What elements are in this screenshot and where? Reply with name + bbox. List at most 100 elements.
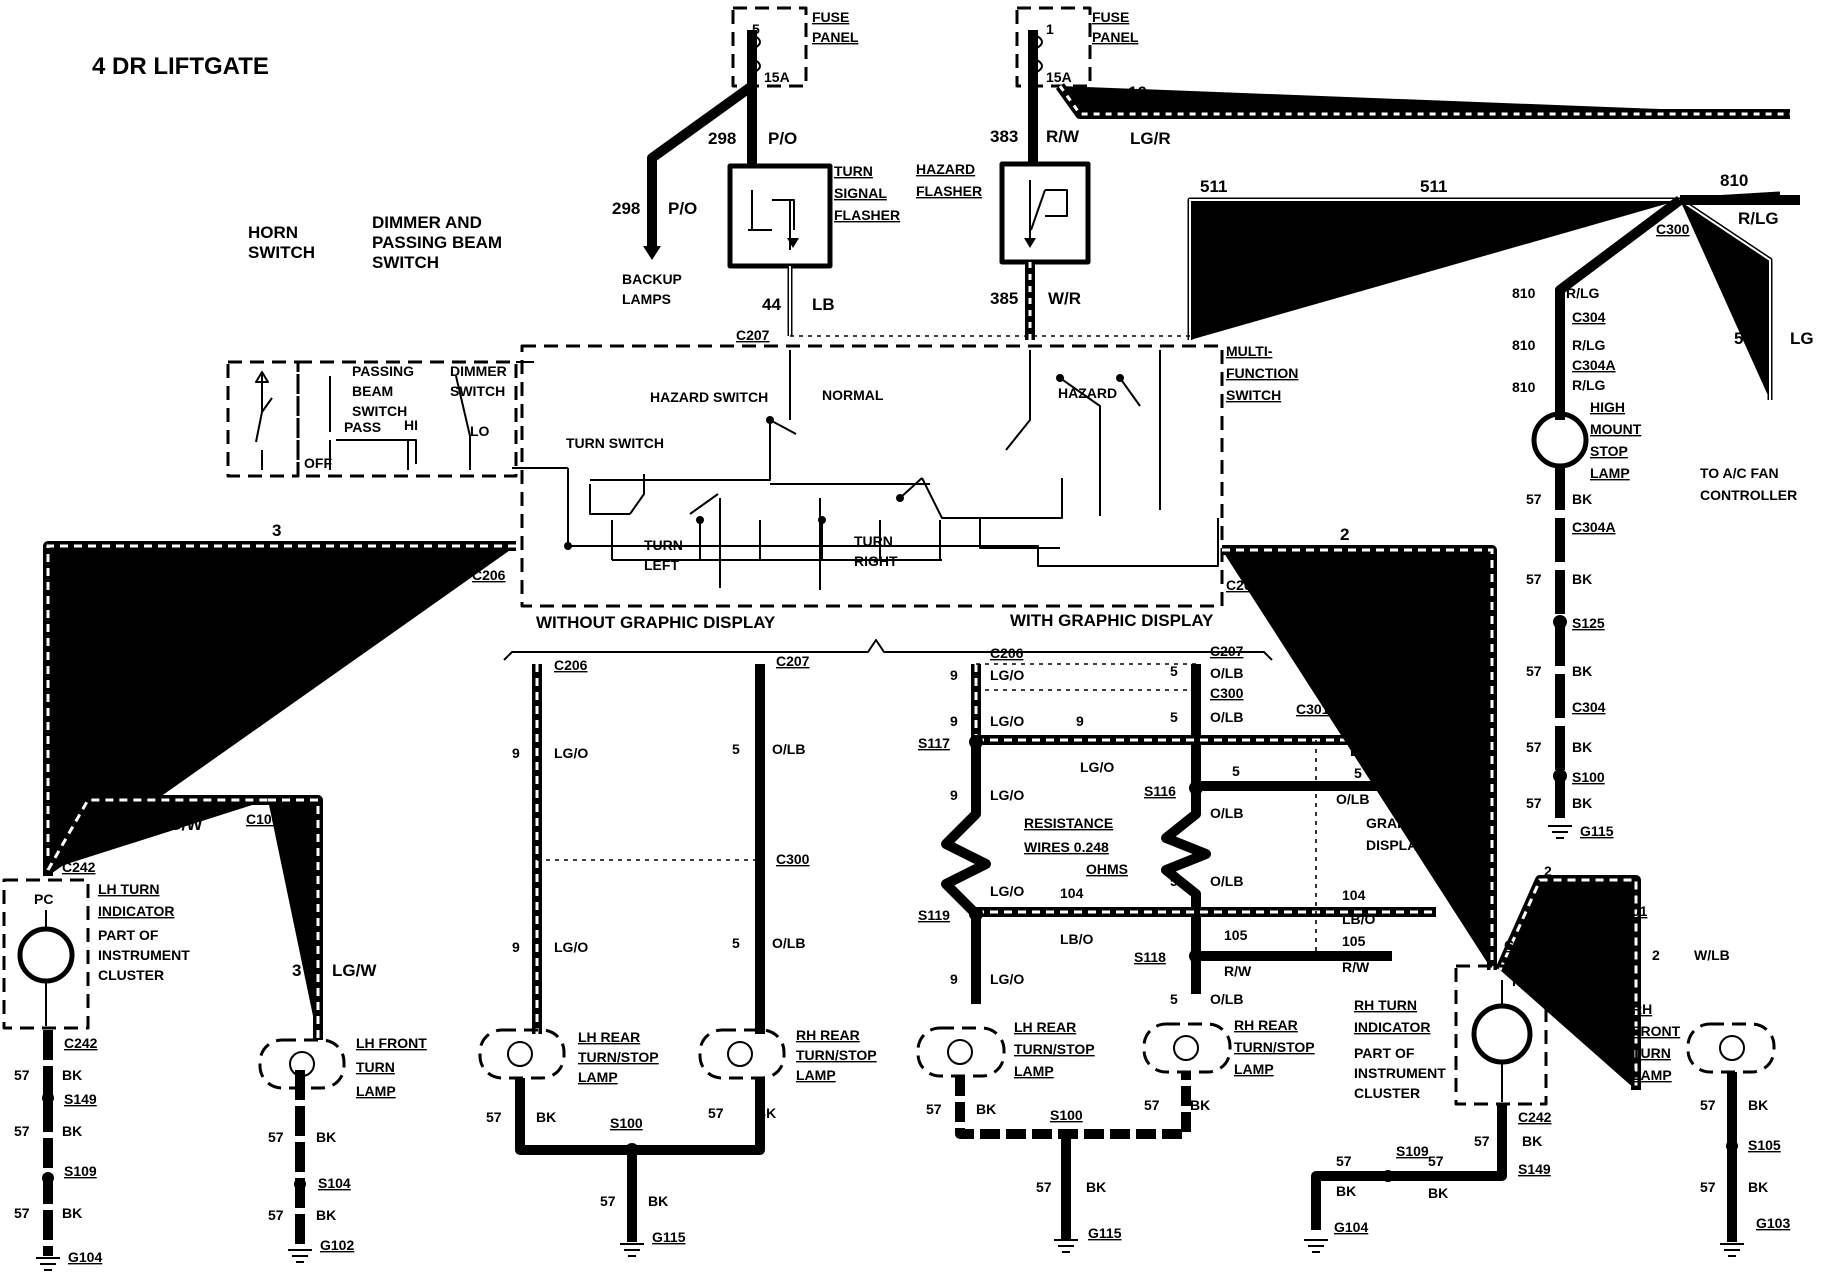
diagram-label: C100 xyxy=(246,811,280,827)
diagram-label: 57 xyxy=(926,1101,942,1117)
diagram-label: P/O xyxy=(668,199,697,218)
diagram-label: FUSE xyxy=(812,9,849,25)
diagram-label: LG xyxy=(1208,221,1232,240)
diagram-label: BK xyxy=(976,1101,996,1117)
diagram-label: C300 xyxy=(1210,685,1244,701)
diagram-label: 810 xyxy=(1512,337,1536,353)
diagram-label: 57 xyxy=(14,1123,30,1139)
diagram-label: FLASHER xyxy=(916,183,982,199)
diagram-label: PANEL xyxy=(1092,29,1139,45)
diagram-label: BK xyxy=(62,1067,82,1083)
diagram-label: BK xyxy=(316,1129,336,1145)
diagram-label: BK xyxy=(1428,1185,1448,1201)
diagram-label: CLUSTER xyxy=(1354,1085,1420,1101)
diagram-label: G115 xyxy=(652,1229,686,1245)
diagram-label: LB xyxy=(812,295,835,314)
diagram-label: BK xyxy=(1748,1179,1768,1195)
diagram-label: S105 xyxy=(1748,1137,1781,1153)
diagram-label: 9 xyxy=(950,667,958,683)
diagram-label: 57 xyxy=(1336,1153,1352,1169)
diagram-label: LB/O xyxy=(1342,911,1376,927)
diagram-label: P/O xyxy=(768,129,797,148)
diagram-label: MULTI- xyxy=(1226,343,1273,359)
diagram-label: 5 xyxy=(1170,991,1178,1007)
diagram-label: LB/O xyxy=(1060,931,1094,947)
diagram-label: INSTRUMENT xyxy=(1354,1065,1446,1081)
diagram-label: 57 xyxy=(708,1105,724,1121)
diagram-label: O/LB xyxy=(1210,709,1243,725)
diagram-label: S116 xyxy=(1144,783,1176,799)
diagram-label: SWITCH xyxy=(352,403,407,419)
diagram-label: PC xyxy=(1512,973,1531,989)
diagram-label: R/W xyxy=(1224,963,1252,979)
diagram-label: 5 xyxy=(1170,873,1178,889)
diagram-label: 5 xyxy=(732,935,740,951)
diagram-label: C242 xyxy=(1504,937,1538,953)
diagram-label: 57 xyxy=(1526,663,1542,679)
diagram-label: 57 xyxy=(1428,1153,1444,1169)
diagram-label: S100 xyxy=(1572,769,1605,785)
without-graphic-wiring xyxy=(478,664,786,1257)
diagram-label: SWITCH xyxy=(372,253,439,272)
dimmer-switch-box xyxy=(296,360,518,478)
diagram-label: O/LB xyxy=(1210,873,1243,889)
diagram-label: C207 xyxy=(1210,643,1244,659)
diagram-label: BK xyxy=(648,1193,668,1209)
diagram-label: CLUSTER xyxy=(98,967,164,983)
diagram-label: LAMP xyxy=(578,1069,618,1085)
diagram-label: 511 xyxy=(1200,177,1227,196)
diagram-label: O/LB xyxy=(1210,991,1243,1007)
diagram-label: TURN xyxy=(1632,1045,1671,1061)
diagram-label: R/LG xyxy=(1572,377,1606,393)
diagram-label: FLASHER xyxy=(834,207,900,223)
diagram-label: RH REAR xyxy=(796,1027,860,1043)
diagram-label: 810 xyxy=(1720,171,1748,190)
diagram-label: INSTRUMENT xyxy=(98,947,190,963)
diagram-label: HAZARD xyxy=(916,161,975,177)
diagram-label: O/LB xyxy=(772,741,805,757)
diagram-label: PC xyxy=(34,891,53,907)
diagram-label: O/LB xyxy=(1210,665,1243,681)
diagram-label: C206 xyxy=(554,657,588,673)
diagram-label: 104 xyxy=(1060,885,1084,901)
multi-function-switch-box xyxy=(512,335,1224,608)
diagram-label: 2 xyxy=(1652,947,1660,963)
diagram-label: 5 xyxy=(752,21,760,37)
diagram-label: LAMP xyxy=(1590,465,1630,481)
diagram-label: BK xyxy=(1190,1097,1210,1113)
diagram-label: LG/W xyxy=(332,961,377,980)
hazard-flasher xyxy=(999,161,1091,265)
diagram-label: LG/O xyxy=(554,745,588,761)
diagram-label: 3 xyxy=(150,771,159,790)
diagram-label: TO A/C FAN xyxy=(1700,465,1779,481)
diagram-label: C242 xyxy=(1518,1109,1552,1125)
diagram-label: LG xyxy=(1790,329,1814,348)
diagram-label: O/LB xyxy=(1210,805,1243,821)
diagram-label: OHMS xyxy=(1086,861,1128,877)
diagram-label: 9 xyxy=(1362,715,1370,731)
diagram-label: C207 xyxy=(736,327,770,343)
diagram-label: PANEL xyxy=(812,29,859,45)
diagram-label: LG/R xyxy=(1130,129,1171,148)
diagram-label: C301 xyxy=(1296,701,1330,717)
diagram-label: SIGNAL xyxy=(834,185,887,201)
diagram-label: C304A xyxy=(1572,357,1616,373)
diagram-label: TURN xyxy=(834,163,873,179)
diagram-label: G115 xyxy=(1580,823,1614,839)
diagram-label: TURN/STOP xyxy=(796,1047,877,1063)
diagram-label: 5 xyxy=(1170,709,1178,725)
diagram-label: C304 xyxy=(1572,309,1606,325)
diagram-label: 57 xyxy=(268,1129,284,1145)
diagram-label: LH REAR xyxy=(1014,1019,1076,1035)
diagram-label: RH TURN xyxy=(1354,997,1417,1013)
diagram-label: C207 xyxy=(776,653,810,669)
diagram-label: LG/W xyxy=(158,815,203,834)
diagram-label: TURN xyxy=(854,533,893,549)
diagram-label: 2 xyxy=(1340,525,1349,544)
labels: 4 DR LIFTGATE 5 15A FUSE PANEL 1 15A FUS… xyxy=(14,9,1814,1265)
diagram-label: O/LB xyxy=(1336,791,1369,807)
diagram-label: C300 xyxy=(1252,223,1286,239)
diagram-label: SWITCH xyxy=(248,243,315,262)
diagram-label: C206 xyxy=(990,645,1024,661)
